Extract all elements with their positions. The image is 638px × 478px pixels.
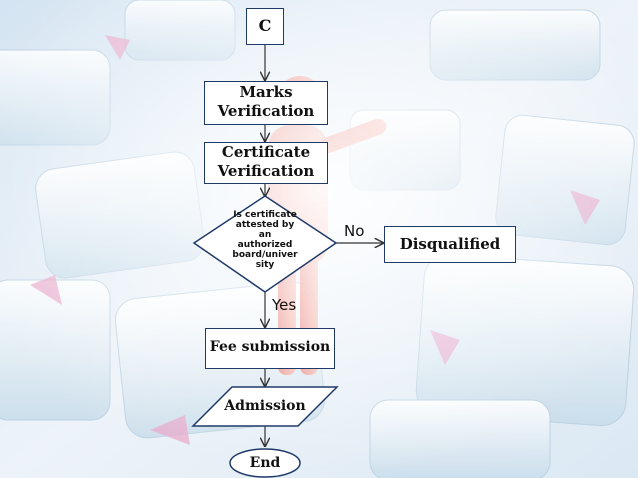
decision-label-line: an xyxy=(258,230,272,240)
decision-label-line: board/univer xyxy=(232,250,298,260)
disqualified-box xyxy=(384,226,516,263)
decision-label-line: sity xyxy=(255,260,275,270)
no-branch-label: No xyxy=(344,222,365,240)
end-label: End xyxy=(249,455,281,471)
decision-diamond xyxy=(192,195,338,293)
marks-verification-box xyxy=(204,81,328,125)
certificate-verification-box xyxy=(204,142,328,184)
end-terminator xyxy=(229,448,301,478)
marks-verification-label: Marks Verification xyxy=(217,83,315,120)
connector-c-box xyxy=(246,8,284,45)
fee-submission-label: Fee submission xyxy=(209,339,331,355)
disqualified-label: Disqualified xyxy=(399,235,501,253)
decision-label-line: Is certificate xyxy=(233,210,297,220)
admission-parallelogram xyxy=(191,386,339,427)
certificate-verification-label: Certificate Verification xyxy=(217,143,315,180)
yes-branch-label: Yes xyxy=(272,296,297,314)
decision-label-line: attested by xyxy=(235,220,295,230)
fee-submission-box xyxy=(205,328,335,369)
decision-label-line: authorized xyxy=(237,240,293,250)
connector-c-label: C xyxy=(258,16,272,35)
admission-label: Admission xyxy=(224,398,306,414)
